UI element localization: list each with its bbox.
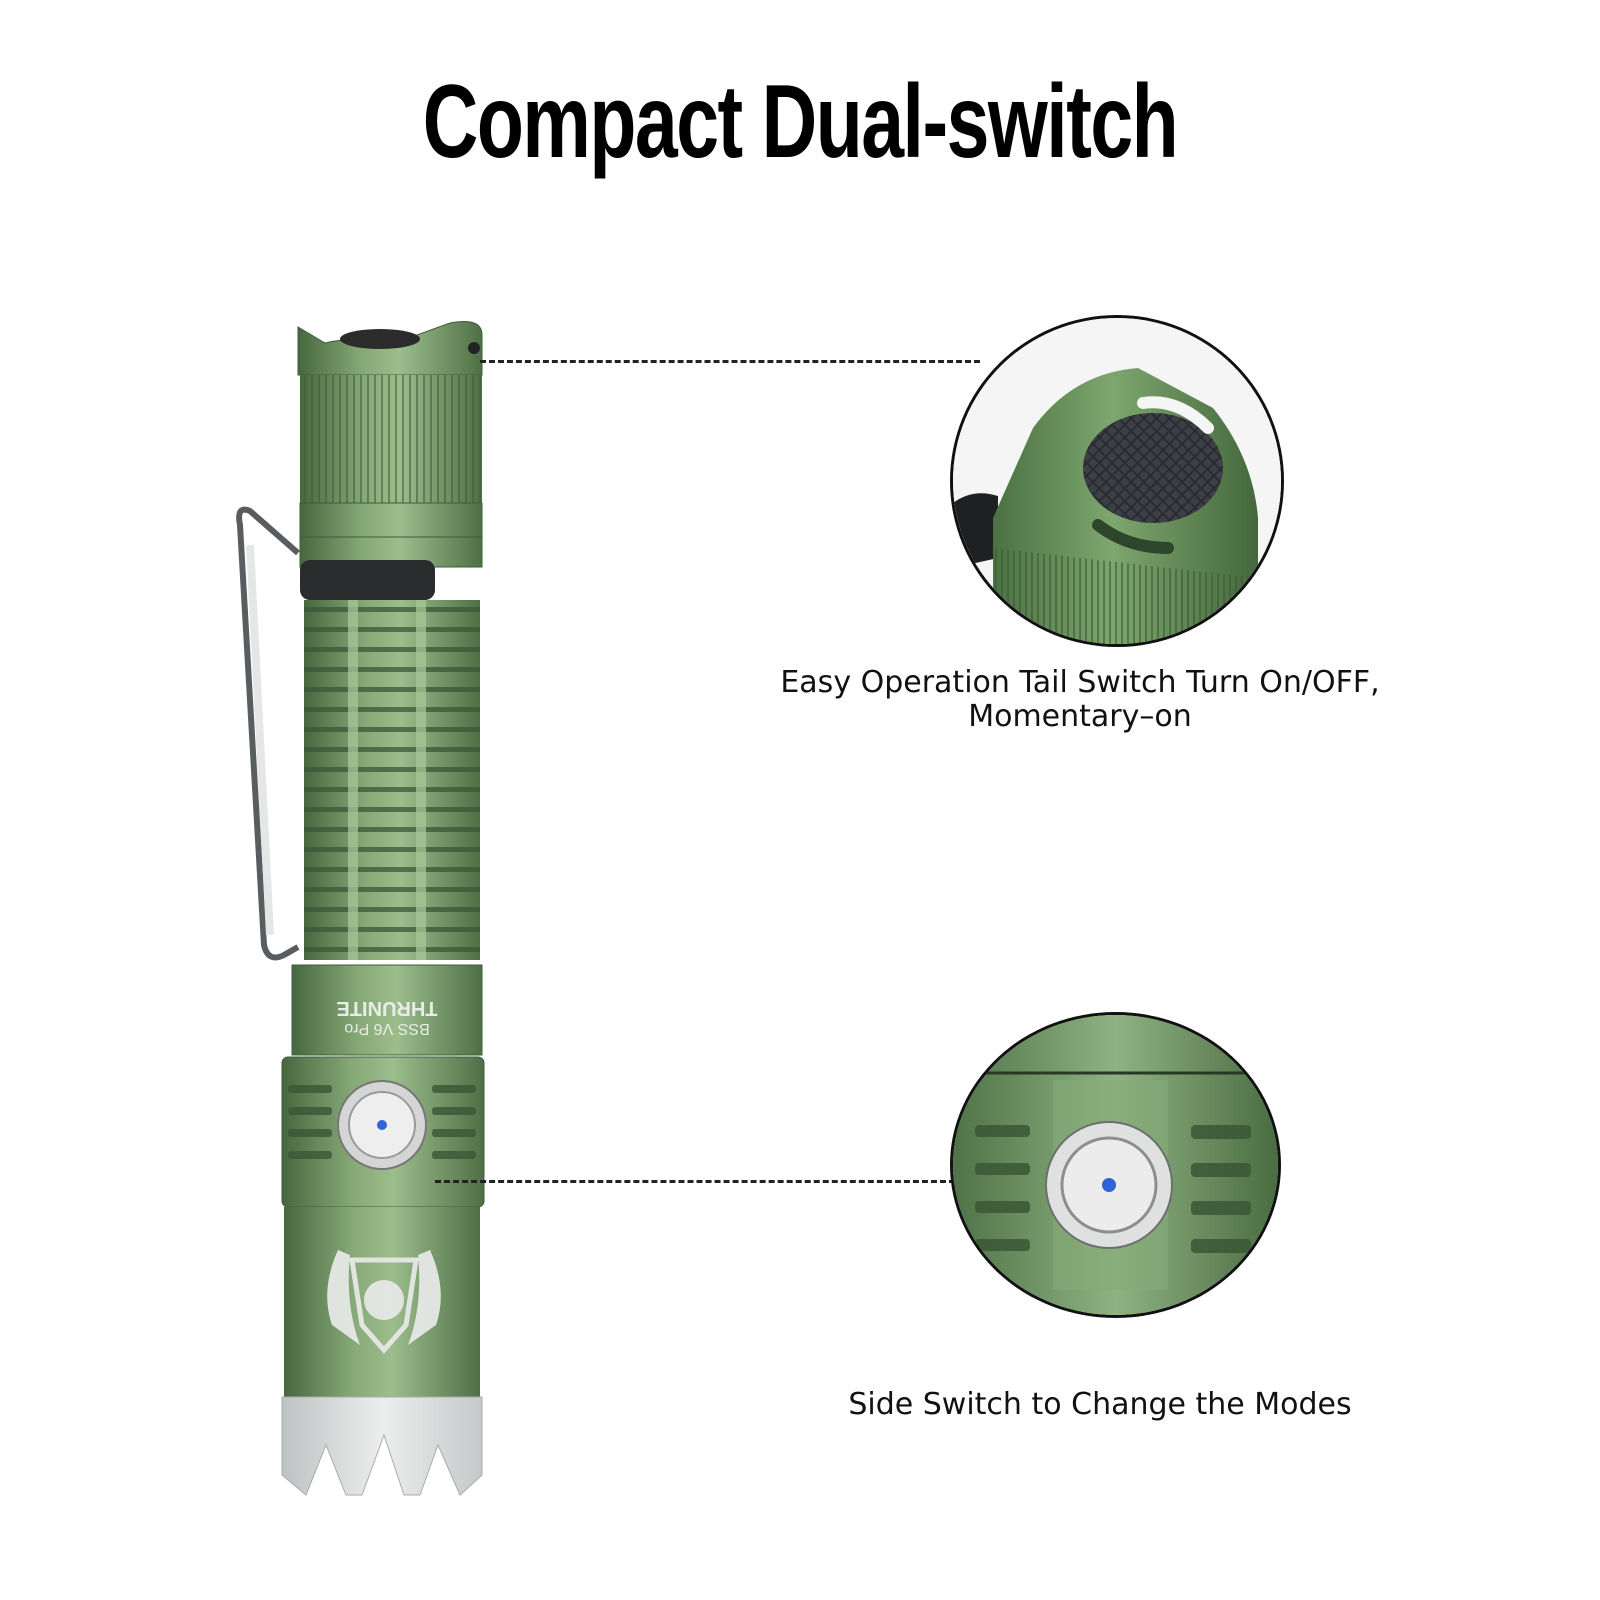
tail-switch-caption-line1: Easy Operation Tail Switch Turn On/OFF, [780, 665, 1380, 700]
tail-switch-closeup-icon [950, 315, 1284, 647]
tail-switch-caption: Easy Operation Tail Switch Turn On/OFF, … [740, 666, 1420, 734]
side-switch-leader-line [435, 1180, 955, 1183]
page-title: Compact Dual-switch [422, 64, 1179, 180]
flashlight-image: BSS V6 Pro THRUNITE [220, 315, 520, 1505]
svg-text:BSS V6 Pro: BSS V6 Pro [344, 1020, 429, 1037]
side-switch-caption-line1: Side Switch to Change the Modes [848, 1387, 1352, 1422]
svg-text:THRUNITE: THRUNITE [336, 997, 437, 1019]
engraving-text: BSS V6 Pro THRUNITE [336, 997, 437, 1037]
tail-switch-caption-line2: Momentary–on [968, 699, 1192, 734]
side-switch-closeup-icon [950, 1012, 1281, 1318]
tail-switch-leader-line [480, 360, 980, 363]
side-switch-caption: Side Switch to Change the Modes [780, 1388, 1420, 1422]
